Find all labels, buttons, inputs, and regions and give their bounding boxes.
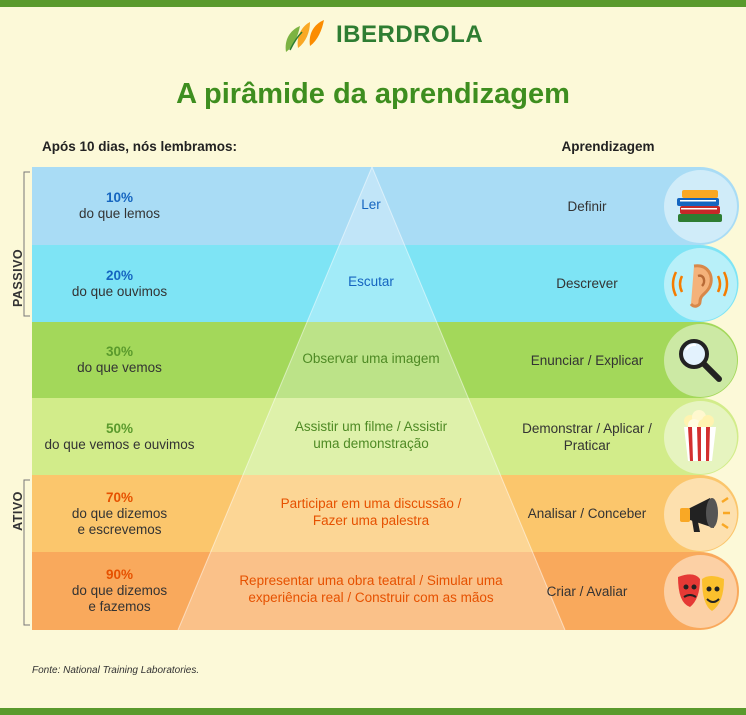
band-6 bbox=[32, 552, 700, 630]
method-label: Observar uma imagem bbox=[200, 350, 542, 367]
remember-percent: 50% bbox=[105, 420, 134, 436]
band-3 bbox=[32, 322, 700, 398]
band-5 bbox=[32, 475, 700, 552]
remember-item: 30%do que vemos bbox=[32, 344, 207, 376]
learning-text: Praticar bbox=[563, 437, 611, 453]
learning-label: Criar / Avaliar bbox=[508, 583, 666, 600]
remember-text: do que dizemos bbox=[71, 583, 168, 598]
popcorn-icon bbox=[664, 400, 737, 474]
method-text: experiência real / Construir com as mãos bbox=[248, 590, 494, 605]
learning-text: Demonstrar / Aplicar / bbox=[522, 420, 652, 436]
learning-text: Definir bbox=[567, 198, 607, 214]
remember-percent: 70% bbox=[105, 489, 134, 505]
method-label: Ler bbox=[200, 196, 542, 213]
remember-percent: 20% bbox=[105, 267, 134, 283]
magnifier-icon bbox=[664, 324, 737, 397]
ear-icon bbox=[664, 247, 737, 321]
remember-percent: 90% bbox=[105, 567, 134, 582]
brand-name: IBERDROLA bbox=[336, 21, 484, 48]
learning-label: Descrever bbox=[508, 275, 666, 292]
pyramid-triangle bbox=[178, 167, 565, 630]
band-1 bbox=[32, 167, 700, 245]
learning-header: Aprendizagem bbox=[561, 139, 655, 154]
remember-text: do que dizemos bbox=[71, 505, 168, 521]
active-bracket bbox=[23, 479, 30, 626]
remember-text: do que ouvimos bbox=[71, 283, 168, 299]
page-title: A pirâmide da aprendizagem bbox=[176, 78, 570, 110]
leaves-icon bbox=[285, 20, 324, 52]
megaphone-icon bbox=[664, 477, 737, 551]
method-label: Escutar bbox=[200, 273, 542, 290]
method-text: Assistir um filme / Assistir bbox=[294, 418, 448, 434]
learning-label: Enunciar / Explicar bbox=[508, 352, 666, 369]
band-2 bbox=[32, 245, 700, 322]
remember-text: do que lemos bbox=[78, 206, 161, 221]
method-text: Escutar bbox=[348, 274, 394, 289]
remember-item: 50%do que vemos e ouvimos bbox=[32, 421, 207, 453]
method-text: Participar em uma discussão / bbox=[280, 495, 462, 511]
learning-text: Criar / Avaliar bbox=[546, 583, 628, 599]
method-text: Ler bbox=[361, 196, 381, 212]
method-text: uma demonstração bbox=[313, 435, 429, 451]
passive-bracket bbox=[23, 171, 30, 317]
remember-percent: 30% bbox=[105, 344, 134, 359]
theater-masks-icon bbox=[664, 555, 737, 628]
method-text: Observar uma imagem bbox=[302, 350, 440, 366]
learning-label: Analisar / Conceber bbox=[508, 505, 666, 522]
remember-item: 10%do que lemos bbox=[32, 190, 207, 222]
method-label: Representar uma obra teatral / Simular u… bbox=[200, 572, 542, 606]
method-text: Representar uma obra teatral / Simular u… bbox=[239, 573, 503, 588]
method-text: Fazer uma palestra bbox=[312, 512, 430, 528]
books-icon bbox=[664, 170, 737, 243]
remember-item: 20%do que ouvimos bbox=[32, 268, 207, 300]
learning-text: Analisar / Conceber bbox=[527, 506, 647, 521]
learning-label: Demonstrar / Aplicar /Praticar bbox=[508, 420, 666, 454]
brand-logo: IBERDROLA bbox=[282, 14, 483, 56]
active-label: ATIVO bbox=[11, 491, 25, 531]
method-label: Participar em uma discussão /Fazer uma p… bbox=[200, 495, 542, 529]
remember-text: do que vemos bbox=[77, 360, 162, 375]
remember-text: e fazemos bbox=[88, 599, 151, 614]
source-note: Fonte: National Training Laboratories. bbox=[32, 665, 200, 676]
band-cap-6 bbox=[661, 552, 739, 630]
remember-percent: 10% bbox=[105, 190, 134, 205]
remember-header: Após 10 dias, nós lembramos: bbox=[42, 139, 238, 154]
band-4 bbox=[32, 398, 700, 475]
bottom-bar bbox=[0, 708, 746, 715]
learning-text: Enunciar / Explicar bbox=[530, 352, 644, 368]
learning-label: Definir bbox=[508, 198, 666, 215]
learning-text: Descrever bbox=[556, 276, 618, 291]
top-bar bbox=[0, 0, 746, 7]
remember-text: do que vemos e ouvimos bbox=[44, 436, 195, 452]
passive-label: PASSIVO bbox=[11, 248, 25, 307]
remember-text: e escrevemos bbox=[77, 521, 162, 537]
